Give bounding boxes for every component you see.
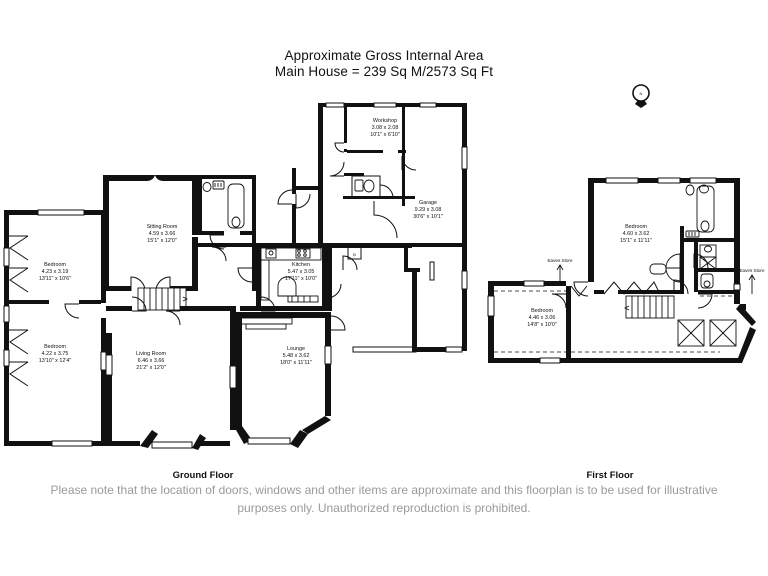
svg-text:Kitchen: Kitchen	[292, 262, 310, 268]
svg-text:21'2" x 12'0": 21'2" x 12'0"	[136, 365, 166, 371]
svg-text:4.23 x 3.19: 4.23 x 3.19	[42, 269, 69, 275]
marker-b: B	[353, 252, 356, 257]
room-label-kitchen: Kitchen 5.47 x 3.05 17'11" x 10'0"	[285, 262, 317, 282]
ground-staircase	[137, 287, 189, 311]
eaves-store-annotation-right: Eaves Store	[739, 268, 765, 294]
svg-text:4.59 x 3.66: 4.59 x 3.66	[149, 231, 176, 237]
first-floor-walls	[487, 177, 756, 364]
svg-text:Bedroom: Bedroom	[44, 262, 66, 268]
wardrobes	[9, 235, 29, 387]
room-label-sitting-room: Sitting Room 4.59 x 3.66 15'1" x 12'0"	[147, 224, 178, 244]
north-arrow: N	[632, 84, 650, 108]
svg-text:15'1" x 11'11": 15'1" x 11'11"	[620, 238, 652, 244]
inner-hall-walls	[198, 243, 256, 291]
svg-text:13'11" x 10'6": 13'11" x 10'6"	[39, 276, 71, 282]
ground-bathroom	[198, 175, 256, 250]
svg-text:10'1" x 6'10": 10'1" x 6'10"	[370, 132, 400, 138]
room-label-bedroom-1: Bedroom 4.23 x 3.19 13'11" x 10'6"	[39, 262, 71, 282]
svg-text:Bedroom: Bedroom	[44, 344, 66, 350]
svg-text:5.47 x 3.05: 5.47 x 3.05	[288, 269, 315, 275]
garage-block-walls	[318, 102, 468, 353]
svg-text:15'1" x 12'0": 15'1" x 12'0"	[147, 238, 177, 244]
room-label-garage: Garage 9.29 x 3.08 30'6" x 10'1"	[413, 200, 443, 220]
wc-fixtures	[343, 175, 415, 199]
room-label-living-room: Living Room 6.46 x 3.66 21'2" x 12'0"	[136, 351, 166, 371]
title-line-1: Approximate Gross Internal Area	[284, 48, 484, 63]
svg-text:13'10" x 12'4": 13'10" x 12'4"	[39, 358, 72, 364]
svg-text:Bedroom: Bedroom	[531, 308, 553, 314]
ground-floor-plan: B	[3, 102, 468, 450]
ground-room-labels: Workshop 3.08 x 2.08 10'1" x 6'10" Garag…	[39, 118, 443, 371]
svg-text:9.29 x 3.08: 9.29 x 3.08	[415, 207, 442, 213]
svg-text:6.46 x 3.66: 6.46 x 3.66	[138, 358, 165, 364]
svg-text:3.08 x 2.08: 3.08 x 2.08	[372, 125, 399, 131]
svg-text:5.48 x 3.62: 5.48 x 3.62	[283, 353, 310, 359]
title-line-2: Main House = 239 Sq M/2573 Sq Ft	[274, 64, 494, 79]
left-wing-walls	[3, 209, 107, 447]
eaves-hatches	[677, 319, 737, 347]
svg-text:4.60 x 3.62: 4.60 x 3.62	[623, 231, 650, 237]
svg-text:14'8" x 10'0": 14'8" x 10'0"	[527, 322, 557, 328]
svg-text:Eaves Store: Eaves Store	[739, 268, 764, 273]
svg-text:Workshop: Workshop	[373, 118, 397, 124]
svg-text:Living Room: Living Room	[136, 351, 166, 357]
living-room-walls	[105, 296, 237, 450]
north-arrow-label: N	[640, 91, 643, 96]
room-label-bedroom-2: Bedroom 4.22 x 3.75 13'10" x 12'4"	[39, 344, 72, 364]
disclaimer-line-1: Please note that the location of doors, …	[50, 483, 718, 497]
hall-walls	[277, 168, 318, 244]
lounge-walls	[236, 312, 346, 448]
garage-door-swing	[373, 201, 398, 239]
svg-text:4.22 x 3.75: 4.22 x 3.75	[42, 351, 69, 357]
svg-text:Bedroom: Bedroom	[625, 224, 647, 230]
ground-floor-caption: Ground Floor	[172, 470, 234, 481]
eaves-store-annotation-left: Eaves Store	[547, 258, 573, 285]
svg-text:17'11" x 10'0": 17'11" x 10'0"	[285, 276, 317, 282]
svg-text:18'0" x 11'11": 18'0" x 11'11"	[280, 360, 312, 366]
room-label-bedroom-4: Bedroom 4.46 x 3.06 14'8" x 10'0"	[527, 308, 557, 328]
svg-text:Lounge: Lounge	[287, 346, 305, 352]
disclaimer-line-2: purposes only. Unauthorized reproduction…	[237, 501, 531, 515]
room-label-lounge: Lounge 5.48 x 3.62 18'0" x 11'11"	[280, 346, 312, 366]
disclaimer: Please note that the location of doors, …	[0, 481, 768, 517]
workshop-walls	[329, 107, 417, 206]
svg-text:4.46 x 3.06: 4.46 x 3.06	[529, 315, 556, 321]
first-floor-room-labels: Bedroom 4.60 x 3.62 15'1" x 11'11" Bedro…	[527, 224, 652, 328]
title-block: Approximate Gross Internal Area Main Hou…	[0, 48, 768, 80]
svg-text:30'6" x 10'1": 30'6" x 10'1"	[413, 214, 443, 220]
room-label-bedroom-3: Bedroom 4.60 x 3.62 15'1" x 11'11"	[620, 224, 652, 244]
kitchen-walls	[240, 243, 342, 312]
first-floor-bathroom	[649, 184, 717, 289]
first-floor-plan: Eaves Store Eaves Store Bedroom 4.60 x 3…	[487, 177, 765, 364]
svg-text:Eaves Store: Eaves Store	[547, 258, 572, 263]
first-floor-internal-walls	[551, 226, 734, 362]
first-floor-staircase	[623, 295, 675, 319]
svg-text:Sitting Room: Sitting Room	[147, 224, 178, 230]
boiler-cupboard: B	[327, 243, 435, 352]
svg-text:Garage: Garage	[419, 200, 437, 206]
room-label-workshop: Workshop 3.08 x 2.08 10'1" x 6'10"	[370, 118, 400, 138]
first-floor-caption: First Floor	[586, 470, 634, 481]
